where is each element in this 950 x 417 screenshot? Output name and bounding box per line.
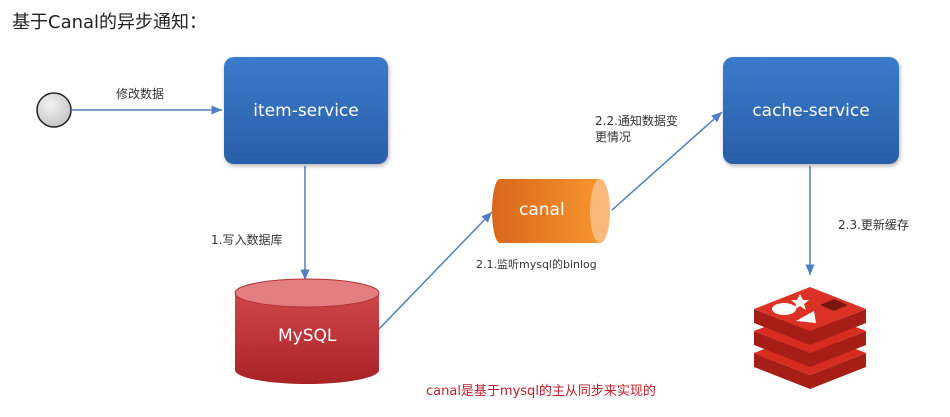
edge-label-listen-binlog: 2.1.监听mysql的binlog <box>476 258 597 271</box>
canal-label: canal <box>519 200 565 220</box>
edge-label-notify: 2.2.通知数据变 更情况 <box>595 113 678 145</box>
mysql-label: MySQL <box>278 326 337 346</box>
edge-label-write-db: 1.写入数据库 <box>211 233 283 247</box>
cache-service-node: cache-service <box>723 57 899 164</box>
edge-label-update-cache: 2.3.更新缓存 <box>838 218 909 232</box>
edge-label-notify-line1: 2.2.通知数据变 <box>595 114 678 128</box>
start-circle-icon <box>36 92 72 128</box>
mysql-database-icon <box>234 278 380 384</box>
footnote: canal是基于mysql的主从同步来实现的 <box>426 384 656 399</box>
edge-label-notify-line2: 更情况 <box>595 130 632 144</box>
cache-service-label: cache-service <box>752 100 870 121</box>
edge-label-modify: 修改数据 <box>116 87 165 101</box>
page-title: 基于Canal的异步通知： <box>12 12 208 33</box>
item-service-label: item-service <box>253 100 359 121</box>
item-service-node: item-service <box>224 57 388 164</box>
canal-cylinder-icon <box>492 179 610 243</box>
redis-icon <box>754 287 866 389</box>
edge-notify <box>611 111 723 211</box>
edge-listen-binlog <box>377 211 493 331</box>
